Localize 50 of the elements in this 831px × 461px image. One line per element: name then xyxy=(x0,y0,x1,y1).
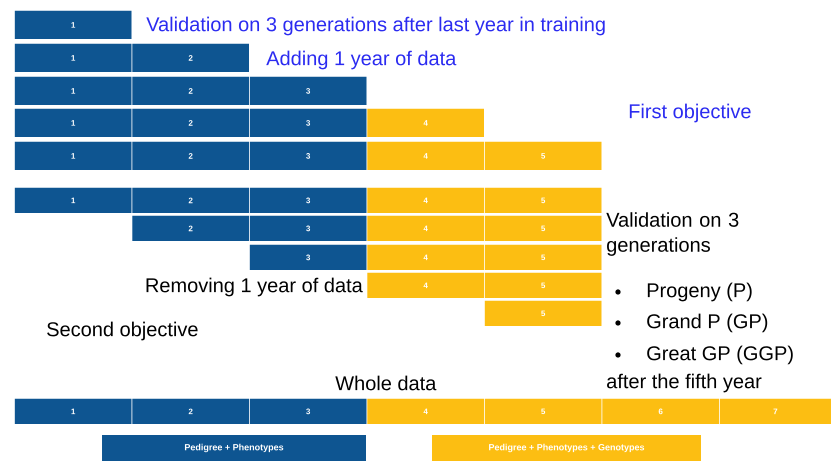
year-cell: 1 xyxy=(14,141,132,171)
year-cell: 4 xyxy=(366,215,485,242)
year-cell: 1 xyxy=(14,187,132,214)
year-cell: 3 xyxy=(249,76,368,106)
year-cell: 6 xyxy=(602,398,720,425)
legend-text: Pedigree + Phenotypes + Genotypes xyxy=(489,444,644,452)
year-cell: 4 xyxy=(366,272,485,299)
heading: Adding 1 year of data xyxy=(266,50,456,70)
legend-text: Pedigree + Phenotypes xyxy=(184,444,284,452)
year-cell: 3 xyxy=(249,141,368,171)
bullet-item: Great GP (GGP) xyxy=(647,346,793,364)
year-cell: 5 xyxy=(484,244,602,271)
year-cell: 3 xyxy=(249,244,368,271)
year-cell: 2 xyxy=(132,187,250,214)
bullet-item: Grand P (GP) xyxy=(647,314,768,332)
year-cell: 5 xyxy=(484,300,602,327)
heading: Validation on 3 generations after last year in training xyxy=(146,16,605,36)
year-cell: 5 xyxy=(484,272,602,299)
year-cell: 7 xyxy=(719,398,831,425)
year-cell: 4 xyxy=(366,187,485,214)
year-cell: 1 xyxy=(14,398,132,425)
year-cell: 2 xyxy=(132,398,250,425)
year-cell: 2 xyxy=(132,43,250,73)
year-cell: 2 xyxy=(132,76,250,106)
year-cell: 3 xyxy=(249,215,368,242)
annotation: Removing 1 year of data xyxy=(146,278,363,296)
year-cell: 3 xyxy=(249,398,368,425)
bullet-item: Progeny (P) xyxy=(648,282,752,302)
note: after the fifth year xyxy=(607,374,762,392)
year-cell: 1 xyxy=(14,43,132,73)
objective-label: Second objective xyxy=(47,322,198,340)
year-cell: 4 xyxy=(366,244,485,271)
year-cell: 5 xyxy=(484,187,602,214)
objective-label: First objective xyxy=(630,104,751,122)
annotation: Whole data xyxy=(335,376,436,390)
year-cell: 1 xyxy=(14,76,132,106)
year-cell: 2 xyxy=(132,141,250,171)
year-cell: 1 xyxy=(14,10,132,40)
year-cell: 1 xyxy=(14,108,132,138)
note: Validation on 3 generations xyxy=(606,212,738,256)
year-cell: 4 xyxy=(366,141,485,171)
year-cell: 4 xyxy=(366,398,485,425)
year-cell: 4 xyxy=(366,108,485,138)
year-cell: 2 xyxy=(132,108,250,138)
year-cell: 5 xyxy=(484,141,602,171)
year-cell: 5 xyxy=(484,398,602,425)
year-cell: 2 xyxy=(132,215,250,242)
year-cell: 5 xyxy=(484,215,602,242)
year-cell: 3 xyxy=(249,108,368,138)
year-cell: 3 xyxy=(249,187,368,214)
